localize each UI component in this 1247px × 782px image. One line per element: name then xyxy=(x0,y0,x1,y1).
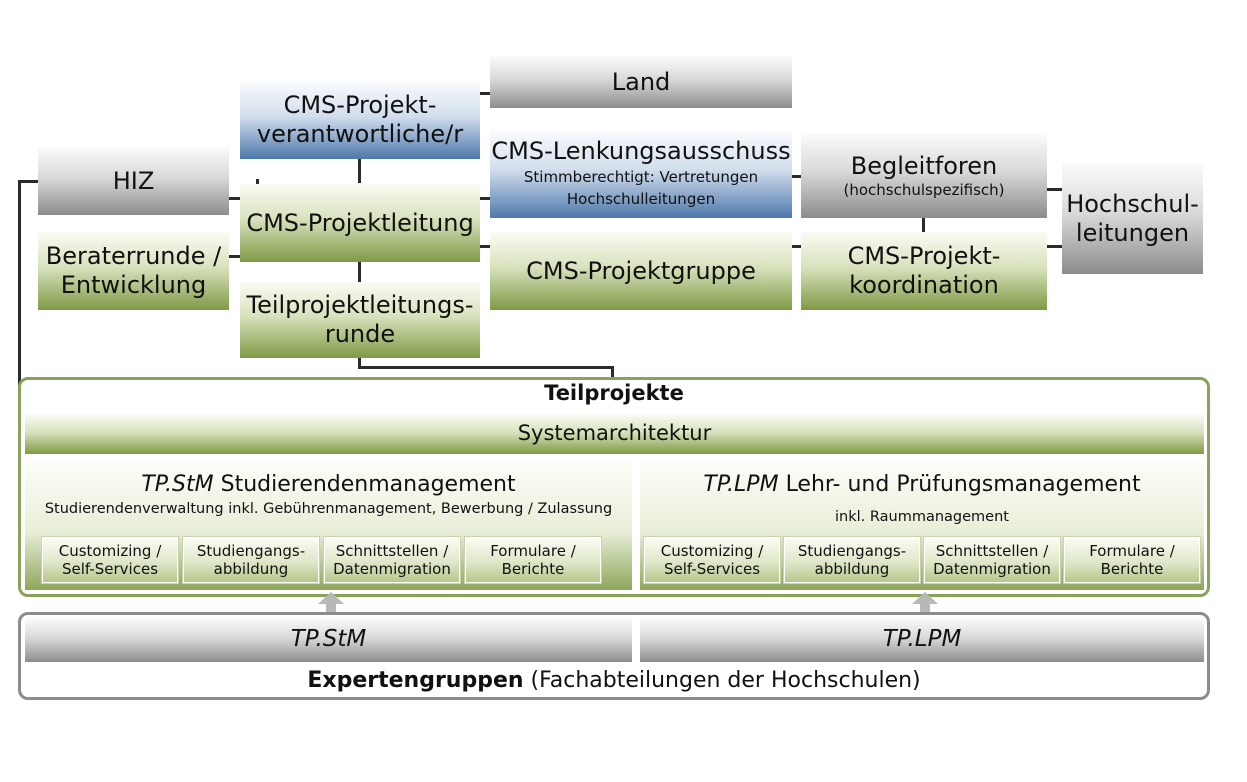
connector-line xyxy=(256,179,259,184)
experten-lpm-label: TP.LPM xyxy=(882,626,962,653)
begleitforen-box: Begleitforen (hochschulspezifisch) xyxy=(801,133,1047,218)
tp-lpm-abbr: TP.LPM xyxy=(703,472,779,497)
hochschulleitungen-label-1: Hochschul- xyxy=(1066,190,1199,219)
land-label: Land xyxy=(611,67,671,96)
hiz-label: HIZ xyxy=(112,166,155,195)
hochschulleitungen-box: Hochschul- leitungen xyxy=(1062,164,1203,274)
up-arrow-icon xyxy=(912,592,938,618)
tp-lpm-item: Customizing /Self-Services xyxy=(644,537,780,583)
connector-line xyxy=(480,245,490,248)
tp-stm-item: Studiengangs-abbildung xyxy=(183,537,319,583)
beraterrunde-box: Beraterrunde / Entwicklung xyxy=(38,232,229,310)
teilprojekte-title: Teilprojekte xyxy=(544,381,684,405)
tp-lpm-item: Schnittstellen /Datenmigration xyxy=(924,537,1060,583)
connector-line xyxy=(1047,188,1062,191)
connector-line xyxy=(792,245,801,248)
item-line: Datenmigration xyxy=(933,560,1051,578)
item-line: Formulare / xyxy=(490,542,576,560)
expertengruppen-title-bold: Expertengruppen xyxy=(307,668,524,693)
connector-line xyxy=(358,159,361,183)
connector-line xyxy=(358,262,361,282)
projektleitung-box: CMS-Projektleitung xyxy=(240,184,480,262)
teilprojektleitungsrunde-label-2: runde xyxy=(324,320,396,348)
experten-lpm-box: TP.LPM xyxy=(640,618,1204,662)
begleitforen-sub: (hochschulspezifisch) xyxy=(843,180,1005,199)
projektkoordination-label-2: koordination xyxy=(849,271,999,299)
projektverantwortliche-box: CMS-Projekt- verantwortliche/r xyxy=(240,81,480,159)
tp-stm-heading: TP.StM Studierendenmanagement xyxy=(25,472,632,497)
systemarchitektur-label: Systemarchitektur xyxy=(517,421,712,446)
item-line: Schnittstellen / xyxy=(935,542,1049,560)
item-line: Customizing / xyxy=(58,542,162,560)
item-line: Self-Services xyxy=(61,560,159,578)
item-line: Self-Services xyxy=(663,560,761,578)
connector-line xyxy=(480,92,490,95)
tp-stm-item: Customizing /Self-Services xyxy=(42,537,178,583)
teilprojektleitungsrunde-box: Teilprojektleitungs- runde xyxy=(240,282,480,358)
item-line: Berichte xyxy=(1100,560,1164,578)
tp-lpm-heading: TP.LPM Lehr- und Prüfungsmanagement xyxy=(640,472,1204,497)
beraterrunde-label-1: Beraterrunde / xyxy=(45,242,222,271)
beraterrunde-label-2: Entwicklung xyxy=(60,271,207,299)
begleitforen-title: Begleitforen xyxy=(850,152,998,181)
hiz-box: HIZ xyxy=(38,147,229,215)
item-line: Formulare / xyxy=(1089,542,1175,560)
projektleitung-label: CMS-Projektleitung xyxy=(246,208,474,237)
lenkungsausschuss-box: CMS-Lenkungsausschuss Stimmberechtigt: V… xyxy=(490,130,792,218)
tp-stm-sub: Studierendenverwaltung inkl. Gebührenman… xyxy=(44,501,613,517)
systemarchitektur-bar: Systemarchitektur xyxy=(25,414,1204,454)
tp-stm-item: Schnittstellen /Datenmigration xyxy=(324,537,460,583)
tp-stm-name: Studierendenmanagement xyxy=(220,472,516,497)
item-line: Studiengangs- xyxy=(797,542,907,560)
projektverantwortliche-label-2: verantwortliche/r xyxy=(256,120,464,148)
item-line: Berichte xyxy=(501,560,565,578)
item-line: Datenmigration xyxy=(333,560,451,578)
tp-lpm-item: Formulare /Berichte xyxy=(1064,537,1200,583)
tp-stm-abbr: TP.StM xyxy=(141,472,214,497)
projektgruppe-box: CMS-Projektgruppe xyxy=(490,232,792,310)
connector-line xyxy=(18,180,21,390)
connector-line xyxy=(358,366,614,369)
connector-line xyxy=(358,358,361,369)
item-line: abbildung xyxy=(814,560,890,578)
tp-lpm-sub: inkl. Raummanagement xyxy=(835,509,1009,525)
experten-stm-box: TP.StM xyxy=(25,618,632,662)
connector-line xyxy=(1047,245,1062,248)
tp-stm-item: Formulare /Berichte xyxy=(465,537,601,583)
experten-stm-label: TP.StM xyxy=(290,626,367,653)
connector-line xyxy=(18,180,38,183)
tp-lpm-name: Lehr- und Prüfungsmanagement xyxy=(785,472,1141,497)
connector-line xyxy=(792,175,801,178)
projektverantwortliche-label-1: CMS-Projekt- xyxy=(283,91,437,120)
lenkungsausschuss-title: CMS-Lenkungsausschuss xyxy=(491,137,791,166)
up-arrow-icon xyxy=(318,592,344,618)
connector-line xyxy=(611,366,614,379)
item-line: abbildung xyxy=(213,560,289,578)
connector-line xyxy=(922,218,925,232)
connector-line xyxy=(480,197,490,200)
hochschulleitungen-label-2: leitungen xyxy=(1075,219,1190,247)
projektkoordination-label-1: CMS-Projekt- xyxy=(847,242,1001,271)
land-box: Land xyxy=(490,56,792,108)
item-line: Studiengangs- xyxy=(196,542,306,560)
expertengruppen-title-rest: (Fachabteilungen der Hochschulen) xyxy=(523,668,921,693)
tp-lpm-item: Studiengangs-abbildung xyxy=(784,537,920,583)
lenkungsausschuss-sub-2: Hochschulleitungen xyxy=(566,190,716,209)
connector-line xyxy=(229,255,240,258)
projektkoordination-box: CMS-Projekt- koordination xyxy=(801,232,1047,310)
connector-line xyxy=(229,197,240,200)
projektgruppe-label: CMS-Projektgruppe xyxy=(526,256,756,285)
item-line: Customizing / xyxy=(660,542,764,560)
item-line: Schnittstellen / xyxy=(335,542,449,560)
teilprojektleitungsrunde-label-1: Teilprojektleitungs- xyxy=(246,291,474,320)
lenkungsausschuss-sub-1: Stimmberechtigt: Vertretungen xyxy=(523,167,759,186)
expertengruppen-title: Expertengruppen (Fachabteilungen der Hoc… xyxy=(18,668,1210,693)
